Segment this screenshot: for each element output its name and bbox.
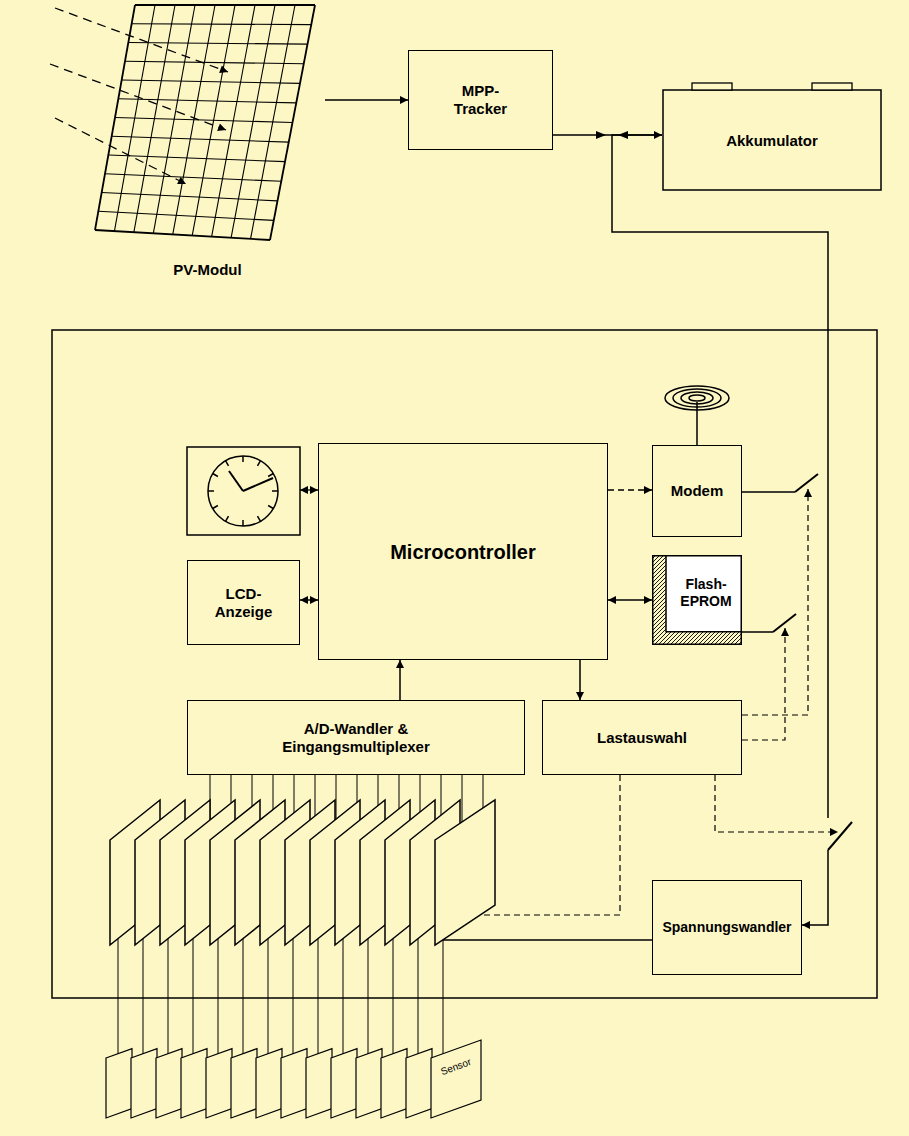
panel-grid: [108, 155, 285, 162]
clock-hand: [243, 478, 273, 491]
control-line: [742, 489, 808, 715]
mpp-tracker-box: MPP-Tracker: [408, 50, 553, 150]
sensor-card: [306, 1049, 332, 1118]
control-line: [742, 628, 785, 740]
node-text: Akkumulator: [726, 132, 818, 150]
sensor-card: [331, 1049, 357, 1118]
sensor-card: [106, 1049, 132, 1118]
switch-blade: [828, 822, 852, 850]
node-text: PV-Modul: [173, 261, 241, 279]
antenna-symbol: [665, 386, 729, 445]
clock-tick: [208, 490, 214, 492]
sensor-card: [381, 1049, 407, 1118]
clock-hand: [229, 471, 243, 491]
lcd-box: LCD-Anzeige: [187, 560, 300, 645]
sensor-card: [206, 1049, 232, 1118]
panel-grid: [105, 174, 281, 182]
switch-blade: [795, 474, 818, 492]
clock-tick: [268, 474, 273, 477]
node-text: A/D-Wandler & Eingangsmultiplexer: [261, 720, 451, 756]
panel-grid: [128, 43, 307, 45]
adc-box: A/D-Wandler & Eingangsmultiplexer: [187, 700, 525, 775]
flash-shadow: [653, 556, 742, 645]
node-text: Lastauswahl: [597, 729, 687, 747]
clock-symbol: [187, 447, 300, 535]
node-text: LCD-Anzeige: [206, 585, 281, 621]
supply-wire: [443, 939, 652, 941]
radio-wave: [681, 392, 713, 404]
sensor-card: [131, 1049, 157, 1118]
panel-grid: [125, 61, 304, 64]
sensor-card: [181, 1049, 207, 1118]
clock-bus: [300, 489, 318, 490]
clock-tick: [272, 490, 278, 492]
node-text: Modem: [671, 482, 724, 500]
sensor-card: [281, 1049, 307, 1118]
connector: [300, 599, 318, 601]
panel-grid: [95, 230, 270, 240]
connector: [325, 99, 408, 101]
battery-terminal: [692, 83, 732, 90]
clock-tick: [258, 516, 261, 521]
node-text: Microcontroller: [390, 540, 536, 564]
clock-face: [208, 456, 278, 526]
control-line: [715, 775, 838, 832]
panel-grid: [132, 23, 312, 25]
panel-grid: [98, 211, 273, 220]
clock-box: [187, 447, 300, 535]
sensor-card: [156, 1049, 182, 1118]
panel-grid: [112, 136, 289, 142]
radio-wave: [673, 389, 721, 407]
panel-grid: [118, 99, 296, 103]
clock-tick: [242, 456, 244, 462]
sensors: [106, 1040, 481, 1118]
connector: [579, 660, 581, 700]
connector: [612, 135, 828, 925]
battery-body: [663, 90, 881, 190]
control-line: [480, 775, 620, 915]
battery: Akkumulator: [662, 80, 882, 191]
clock-tick: [213, 506, 218, 509]
connector: [399, 660, 401, 700]
clock-tick: [258, 461, 261, 466]
connector: [608, 599, 652, 601]
clock-tick: [226, 516, 229, 521]
panel-grid: [102, 193, 278, 201]
radio-wave: [689, 395, 705, 401]
clock-tick: [213, 474, 218, 477]
clock-ticks: [208, 456, 278, 526]
supply-wire: [742, 491, 795, 493]
battery-terminal: [812, 83, 852, 90]
input-card: [435, 800, 495, 945]
antenna-mast: [696, 402, 698, 445]
sensor-card: [356, 1049, 382, 1118]
sensor-card: [256, 1049, 282, 1118]
load-select-box: Lastauswahl: [542, 700, 742, 775]
node-text: MPP-Tracker: [443, 82, 518, 118]
microcontroller-box: Microcontroller: [318, 443, 608, 660]
input-cards: [110, 800, 495, 945]
converter-box: Spannungswandler: [652, 880, 802, 975]
modem-box: Modem: [652, 445, 742, 537]
connector: [608, 489, 652, 491]
sensor-card: [431, 1040, 481, 1118]
radio-wave: [665, 386, 729, 410]
flash-chip: [666, 556, 741, 632]
sensor-card: [406, 1049, 432, 1118]
node-text: Flash-EPROM: [670, 576, 742, 610]
sensor-card: [231, 1049, 257, 1118]
node-text: Spannungswandler: [662, 919, 791, 936]
panel-grid: [135, 4, 315, 6]
panel-grid: [122, 80, 300, 83]
clock-tick: [268, 506, 273, 509]
clock-tick: [242, 520, 244, 526]
solar-panel: [90, 0, 325, 285]
supply-wire: [742, 631, 773, 633]
clock-tick: [226, 461, 229, 466]
flash-box: Flash-EPROM: [652, 555, 746, 645]
pv-module: PV-Modul: [90, 0, 325, 285]
housing: [52, 330, 877, 998]
panel-grid: [115, 118, 293, 123]
